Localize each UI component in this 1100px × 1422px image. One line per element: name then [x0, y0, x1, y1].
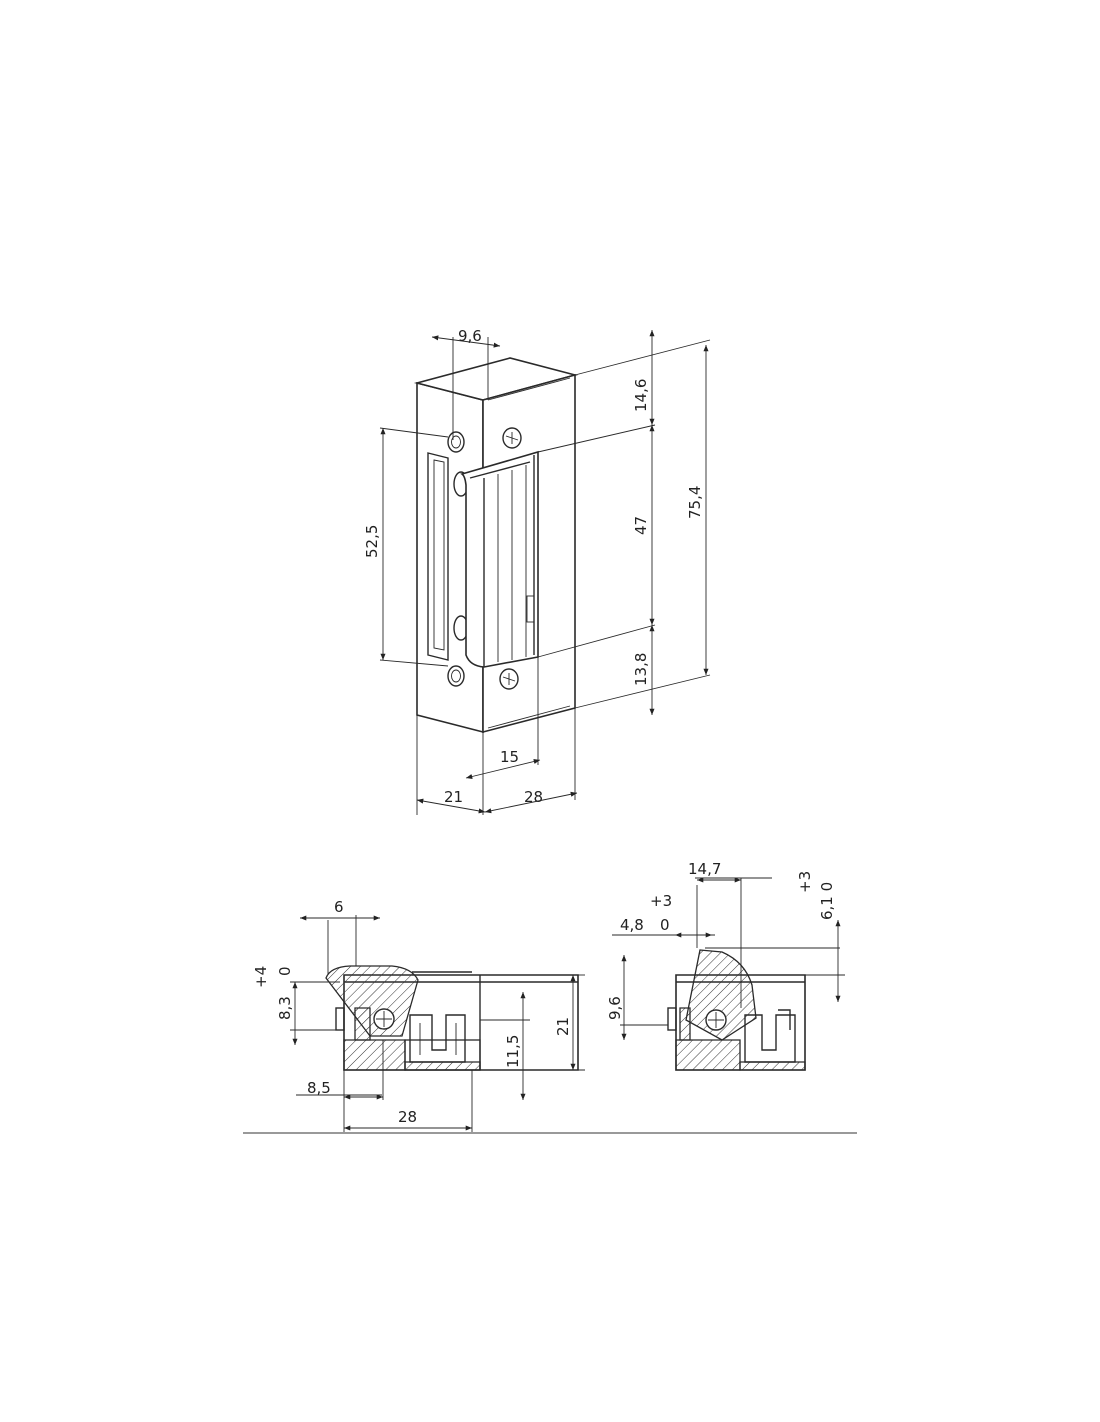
- dim-14-7: 14,7: [688, 860, 721, 878]
- section-left: 6 +4 0 8,3 11,5 21 8,5 28: [252, 898, 585, 1132]
- dim-tol-plus3-b: +3: [796, 871, 814, 893]
- screw-top: [502, 427, 522, 449]
- dim-8-5: 8,5: [307, 1079, 331, 1097]
- isometric-view: 9,6 14,6 75,4 47 13,8 52,5 15 21 28: [363, 327, 711, 815]
- dim-6-1-0: 6,1 0: [818, 882, 836, 920]
- dim-75-4: 75,4: [686, 486, 704, 519]
- dim-21-section: 21: [554, 1017, 572, 1036]
- latch-frame: [427, 452, 449, 661]
- dim-9-6-section: 9,6: [606, 996, 624, 1020]
- latch-right: [685, 949, 757, 1041]
- dim-15: 15: [500, 748, 519, 766]
- screw-hole-top: [447, 431, 465, 453]
- dim-14-6: 14,6: [632, 379, 650, 412]
- dim-11-5: 11,5: [504, 1035, 522, 1068]
- latch-left: [325, 965, 419, 1037]
- dim-8-3: 8,3: [276, 996, 294, 1020]
- screw-bottom: [499, 668, 519, 690]
- dim-6: 6: [334, 898, 344, 916]
- dim-28: 28: [524, 788, 543, 806]
- dim-tol-0: 0: [276, 966, 294, 976]
- dim-28-section: 28: [398, 1108, 417, 1126]
- dim-21: 21: [444, 788, 463, 806]
- dim-52-5: 52,5: [363, 525, 381, 558]
- dim-4-8: 4,8: [620, 916, 644, 934]
- dim-tol-plus4: +4: [252, 966, 270, 988]
- screw-hole-bottom: [447, 665, 465, 687]
- dim-9-6: 9,6: [458, 327, 482, 345]
- dim-tol-plus3-a: +3: [650, 892, 672, 910]
- section-right: 14,7 +3 0 4,8 +3 6,1 0 9,6: [606, 860, 845, 1071]
- dim-13-8: 13,8: [632, 653, 650, 686]
- dim-47: 47: [632, 516, 650, 535]
- dim-tol-0-a: 0: [660, 916, 670, 934]
- latch-trap: [460, 450, 539, 668]
